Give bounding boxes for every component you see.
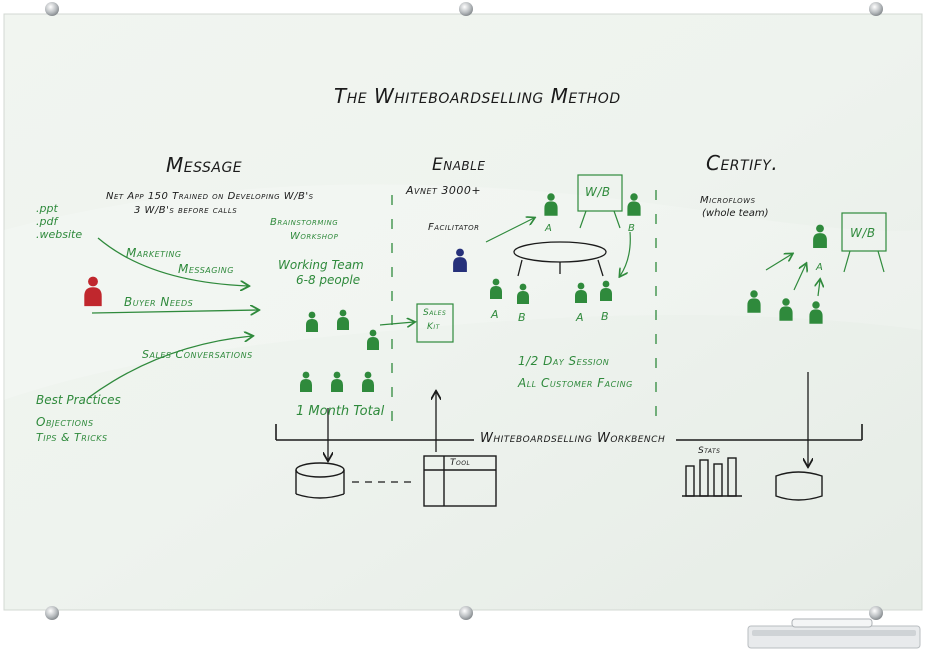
standoff-bottom-center [459,606,473,620]
section-heading-message: Message [166,153,243,177]
marker-tray [747,618,921,649]
enable-bottom-a2: A [576,311,584,324]
buyer-needs-label: Buyer Needs [124,295,194,309]
workbench-label: Whiteboardselling Workbench [480,431,666,446]
certify-arrows [765,254,820,297]
brainstorm-line-1: Brainstorming [270,217,339,228]
working-team-line-2: 6-8 people [296,273,361,287]
tips-label: Tips & Tricks [36,431,108,444]
half-day-session-label: 1/2 Day Session [518,354,610,368]
facilitator-label: Facilitator [428,222,480,233]
database-cylinder-icon [295,462,345,499]
arrow-facilitator [485,218,534,243]
standoff-bottom-left [45,606,59,620]
messaging-label: Messaging [178,262,234,276]
stats-bars-icon [682,457,742,497]
standoff-top-right [869,2,883,16]
enable-bottom-b2: B [601,310,609,323]
tool-label: Tool [450,458,471,468]
arrow-to-sales-kit [379,322,414,325]
enable-bottom-a1: A [491,308,499,321]
enable-bottom-b1: B [518,311,526,324]
section-heading-enable: Enable [432,155,486,175]
avnet-label: Avnet 3000+ [406,184,482,197]
standoff-bottom-right [869,606,883,620]
certify-database-icon [775,471,823,501]
microflows-line-1: Microflows [700,195,756,206]
sales-kit-label-2: Kit [427,322,440,332]
workbench-bracket [275,424,863,441]
standoff-top-left [45,2,59,16]
customer-facing-label: All Customer Facing [518,376,633,390]
standoff-top-center [459,2,473,16]
channel-ppt: .ppt [36,202,58,215]
arrow-buyer-needs [91,310,258,313]
net-app-line-2: 3 W/B's before calls [134,205,238,216]
marketing-label: Marketing [126,246,182,260]
sales-conversations-label: Sales Conversations [142,348,253,361]
net-app-line-1: Net App 150 Trained on Developing W/B's [106,191,314,202]
certify-easel-icon [841,212,887,273]
arrow-best-practices [87,336,252,399]
enable-top-a: A [545,223,552,234]
microflows-line-2: (whole team) [702,208,769,219]
board-title: The Whiteboardselling Method [334,84,621,108]
enable-top-b: B [628,223,635,234]
sales-kit-label-1: Sales [423,308,447,318]
objections-label: Objections [36,415,94,429]
working-team-line-1: Working Team [278,258,364,272]
enable-wb-label: W/B [585,185,611,199]
certify-letter-a: A [816,262,823,273]
enable-table-icon [513,241,607,277]
board-glare [4,184,922,400]
section-heading-certify: Certify. [706,151,779,175]
certify-wb-label: W/B [850,226,876,240]
tool-table-icon [423,455,497,507]
stats-label: Stats [698,446,721,456]
brainstorm-line-2: Workshop [290,231,339,242]
channel-website: .website [36,228,83,241]
enable-easel-icon [577,174,623,229]
best-practices-label: Best Practices [36,393,121,407]
month-total-label: 1 Month Total [296,404,385,419]
arrow-website-to-messaging [97,237,248,286]
sales-kit-box [416,303,454,343]
channel-pdf: .pdf [36,215,58,228]
arrow-enable-loop [620,231,631,276]
